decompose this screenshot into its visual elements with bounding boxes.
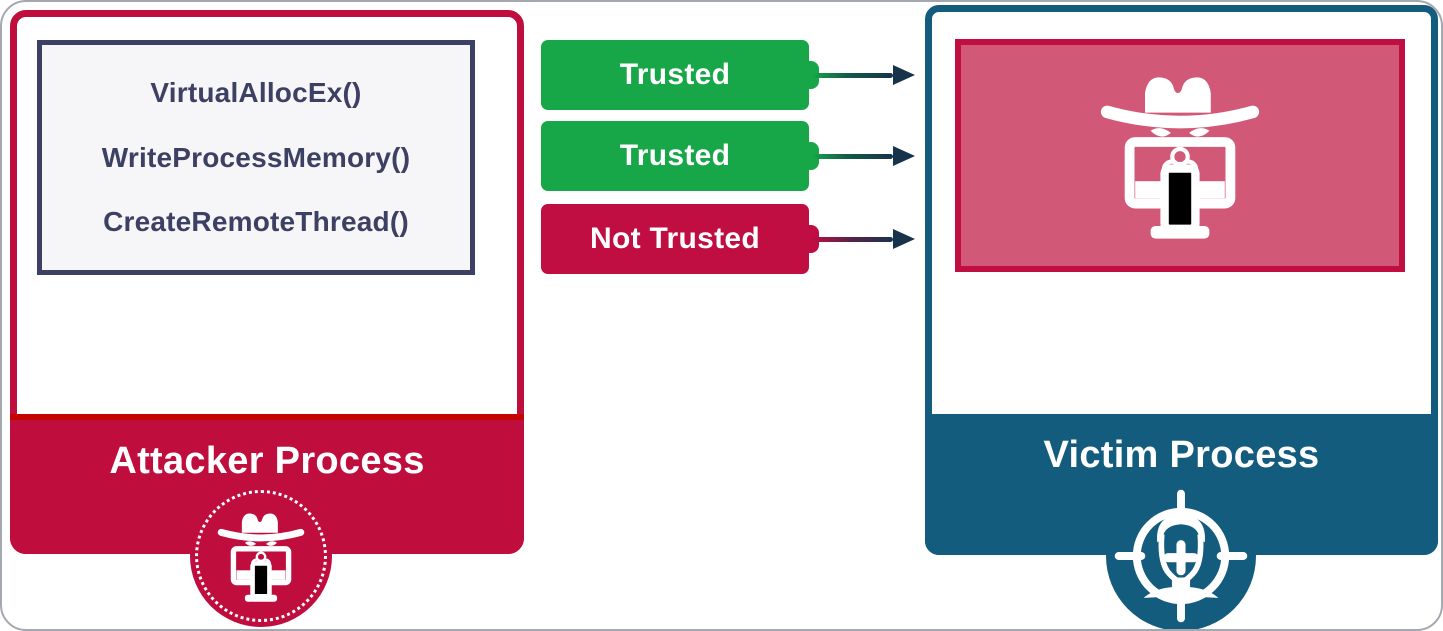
api-call-writeprocessmemory: WriteProcessMemory()	[101, 141, 411, 173]
attacker-process-title: Attacker Process	[109, 440, 425, 482]
arrow-not-trusted	[811, 204, 915, 274]
arrow-trusted-1	[811, 40, 915, 110]
attacker-process-box: VirtualAllocEx() WriteProcessMemory() Cr…	[10, 10, 524, 554]
victim-process-title: Victim Process	[1043, 434, 1320, 476]
trust-label-text: Trusted	[619, 139, 731, 172]
trust-label-text: Trusted	[619, 58, 731, 91]
arrow-head-icon	[893, 229, 915, 249]
victim-badge	[1106, 481, 1256, 629]
api-calls-box: VirtualAllocEx() WriteProcessMemory() Cr…	[37, 40, 475, 275]
arrow-trusted-2	[811, 121, 915, 191]
arrow-line	[811, 72, 893, 78]
arrow-head-icon	[893, 146, 915, 166]
target-person-icon	[1113, 488, 1249, 624]
api-call-createremotethread: CreateRemoteThread()	[103, 205, 409, 237]
trust-label-trusted-1: Trusted	[541, 40, 809, 110]
hacker-monitor-icon	[1096, 69, 1264, 243]
victim-process-box: Victim Process	[925, 5, 1438, 555]
trust-label-not-trusted: Not Trusted	[541, 204, 809, 274]
trust-label-trusted-2: Trusted	[541, 121, 809, 191]
injected-process-box	[955, 39, 1405, 272]
hacker-monitor-icon	[215, 509, 307, 604]
trust-label-text: Not Trusted	[590, 222, 760, 255]
arrow-line	[811, 236, 893, 242]
attacker-badge	[190, 485, 332, 627]
arrow-line	[811, 153, 893, 159]
arrow-head-icon	[893, 65, 915, 85]
api-call-virtualallocex: VirtualAllocEx()	[150, 77, 362, 109]
